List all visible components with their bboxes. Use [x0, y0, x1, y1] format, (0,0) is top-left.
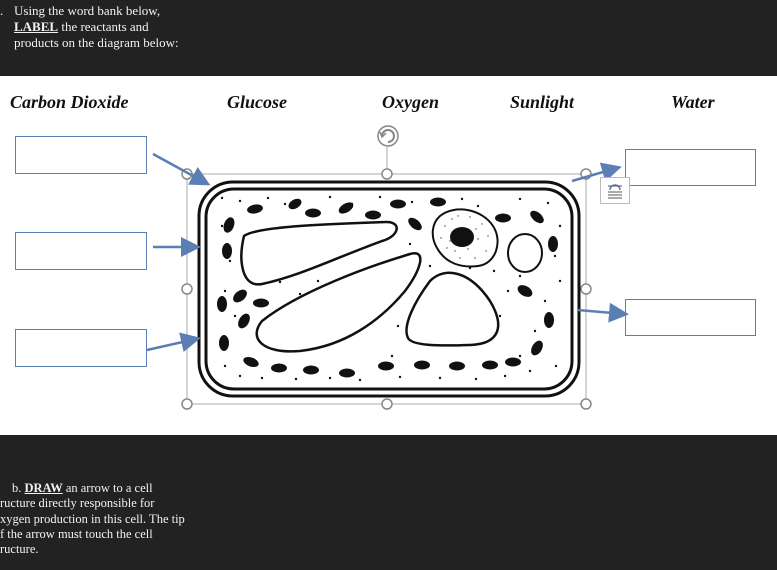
arrow-left-3[interactable] — [146, 332, 201, 353]
word-bank-carbon-dioxide: Carbon Dioxide — [10, 92, 129, 112]
part-b-lead: b. — [12, 481, 25, 495]
arrow-right-1[interactable] — [571, 162, 622, 183]
cell-diagram — [146, 125, 629, 410]
label-box-right-2[interactable] — [625, 299, 756, 336]
word-bank-sunlight: Sunlight — [510, 92, 575, 112]
chloroplasts — [217, 197, 558, 378]
label-keyword: LABEL — [14, 19, 59, 34]
resize-handles[interactable] — [181, 168, 592, 410]
arrow-left-1[interactable] — [152, 152, 211, 186]
instruction-prefix: Using the word bank below, — [14, 3, 161, 18]
nucleolus — [450, 227, 474, 247]
label-box-right-1[interactable] — [625, 149, 756, 186]
question-number: . — [0, 3, 4, 18]
rotate-handle-icon[interactable] — [377, 125, 399, 147]
arrow-right-2[interactable] — [577, 302, 629, 323]
diagram-canvas: Carbon Dioxide Glucose Oxygen Sunlight W… — [0, 76, 777, 435]
question-b-section: b. DRAW an arrow to a cell ructure direc… — [0, 435, 777, 570]
part-b-line5: ructure. — [0, 542, 39, 557]
draw-keyword: DRAW — [24, 481, 63, 495]
vacuole-lower — [255, 252, 422, 353]
small-vacuole — [507, 233, 543, 273]
question-b-text: b. DRAW an arrow to a cell ructure direc… — [0, 481, 200, 557]
part-b-line1: an arrow to a cell — [62, 481, 153, 495]
question-a-instruction: . Using the word bank below, LABEL the r… — [0, 3, 179, 51]
part-b-line4: f the arrow must touch the cell — [0, 526, 153, 541]
question-header: . Using the word bank below, LABEL the r… — [0, 0, 777, 76]
vacuole-triangle — [405, 271, 500, 347]
word-bank-oxygen: Oxygen — [382, 92, 439, 112]
label-box-left-2[interactable] — [15, 232, 147, 270]
nucleus-stipple — [440, 215, 489, 259]
instruction-suffix: the reactants and — [58, 19, 149, 34]
word-bank-glucose: Glucose — [227, 92, 287, 112]
vacuole-upper — [240, 220, 398, 286]
instruction-line3: products on the diagram below: — [14, 35, 179, 50]
word-bank-water: Water — [671, 92, 715, 112]
part-b-line3: xygen production in this cell. The tip — [0, 511, 185, 526]
label-box-left-3[interactable] — [15, 329, 147, 367]
label-box-left-1[interactable] — [15, 136, 147, 174]
part-b-line2: ructure directly responsible for — [0, 496, 155, 511]
layout-options-icon[interactable] — [600, 177, 630, 204]
